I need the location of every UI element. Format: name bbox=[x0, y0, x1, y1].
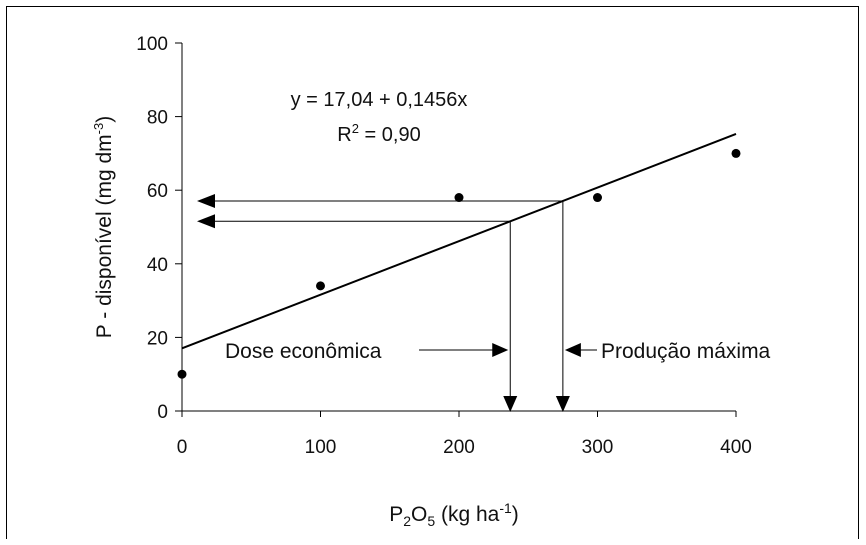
y-tick-label: 20 bbox=[147, 328, 168, 349]
x-tick-label: 0 bbox=[177, 437, 188, 458]
y-axis-label: P - disponível (mg dm-3) bbox=[91, 116, 116, 338]
y-tick-label: 40 bbox=[147, 255, 168, 276]
y-tick-label: 0 bbox=[157, 402, 168, 423]
maximum-left-arrowhead bbox=[197, 193, 215, 208]
data-point bbox=[731, 148, 741, 158]
data-point bbox=[593, 193, 602, 203]
x-tick-label: 300 bbox=[582, 437, 614, 458]
regression-line bbox=[181, 133, 737, 350]
economic-pointer-arrowhead bbox=[492, 343, 509, 357]
y-tick-label: 60 bbox=[147, 181, 168, 202]
y-tick-label: 80 bbox=[147, 108, 168, 129]
x-tick-label: 400 bbox=[720, 437, 752, 458]
y-ticks: 0 20 40 60 80 100 bbox=[136, 34, 182, 423]
economic-left-arrowhead bbox=[197, 214, 215, 229]
scatter-chart: 0 20 40 60 80 100 0 100 200 300 400 P - disponíve… bbox=[91, 34, 771, 529]
x-tick-label: 200 bbox=[443, 437, 475, 458]
regression-equation: y = 17,04 + 0,1456x bbox=[291, 89, 468, 111]
r-squared: R2 = 0,90 bbox=[337, 121, 420, 146]
x-tick-label: 100 bbox=[305, 437, 337, 458]
maximum-down-arrowhead bbox=[555, 396, 570, 412]
dose-economica-label: Dose econômica bbox=[225, 340, 382, 363]
maximum-pointer-arrowhead bbox=[564, 343, 581, 357]
x-axis-label: P2O5 (kg ha-1) bbox=[389, 500, 519, 529]
annotation-arrows bbox=[197, 193, 597, 412]
chart-frame: 0 20 40 60 80 100 0 100 200 300 400 P - disponíve… bbox=[6, 6, 859, 539]
x-ticks: 0 100 200 300 400 bbox=[177, 411, 752, 458]
data-points bbox=[177, 148, 741, 379]
producao-maxima-label: Produção máxima bbox=[601, 340, 771, 363]
economic-down-arrowhead bbox=[503, 396, 518, 412]
data-point bbox=[177, 369, 187, 379]
data-point bbox=[316, 281, 325, 291]
data-point bbox=[454, 193, 464, 203]
y-tick-label: 100 bbox=[136, 34, 168, 55]
